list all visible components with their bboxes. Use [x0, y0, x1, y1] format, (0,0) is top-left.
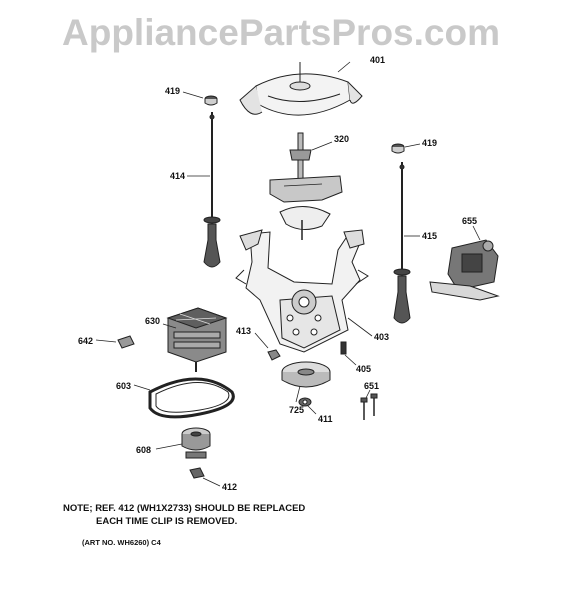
part-320-transmission[interactable] — [269, 132, 343, 240]
part-725-pulley[interactable] — [281, 361, 331, 388]
callout-415: 415 — [422, 231, 438, 241]
callout-642: 642 — [78, 336, 94, 346]
callout-419-right: 419 — [422, 138, 438, 148]
callout-655: 655 — [462, 216, 478, 226]
callout-401: 401 — [370, 55, 386, 65]
part-419-left-cap[interactable] — [204, 95, 218, 106]
part-401-cover[interactable] — [239, 62, 363, 116]
callout-403: 403 — [374, 332, 390, 342]
part-412-clip[interactable] — [189, 467, 205, 479]
callout-603: 603 — [116, 381, 132, 391]
callout-419-left: 419 — [165, 86, 181, 96]
callout-405: 405 — [356, 364, 372, 374]
callout-725: 725 — [289, 405, 305, 415]
callout-412: 412 — [222, 482, 238, 492]
part-419-right-cap[interactable] — [391, 143, 405, 154]
note-line-1: NOTE; REF. 412 (WH1X2733) SHOULD BE REPL… — [63, 503, 306, 514]
callout-651: 651 — [364, 381, 380, 391]
part-630-motor[interactable] — [166, 307, 228, 372]
watermark-logo: AppliancePartsPros.com — [62, 12, 500, 53]
part-413-nut[interactable] — [267, 349, 281, 361]
part-414-suspension-rod[interactable] — [203, 112, 221, 268]
part-651-screws[interactable] — [360, 393, 378, 420]
callout-630: 630 — [145, 316, 161, 326]
callout-413: 413 — [236, 326, 252, 336]
note-line-2: EACH TIME CLIP IS REMOVED. — [96, 516, 238, 527]
callout-608: 608 — [136, 445, 152, 455]
part-603-belt[interactable] — [148, 377, 235, 419]
part-642-clip[interactable] — [117, 335, 135, 349]
callout-411: 411 — [318, 414, 333, 424]
part-405-bolt[interactable] — [340, 341, 347, 355]
art-number: (ART NO. WH6260) C4 — [82, 538, 161, 547]
callout-320: 320 — [334, 134, 350, 144]
part-655-pump[interactable] — [429, 239, 500, 301]
part-403-mounting-base[interactable] — [235, 229, 369, 353]
part-415-suspension-rod[interactable] — [393, 162, 411, 324]
part-608-motor-pulley[interactable] — [181, 427, 211, 459]
part-411-nut[interactable] — [298, 397, 312, 407]
callout-414: 414 — [170, 171, 186, 181]
